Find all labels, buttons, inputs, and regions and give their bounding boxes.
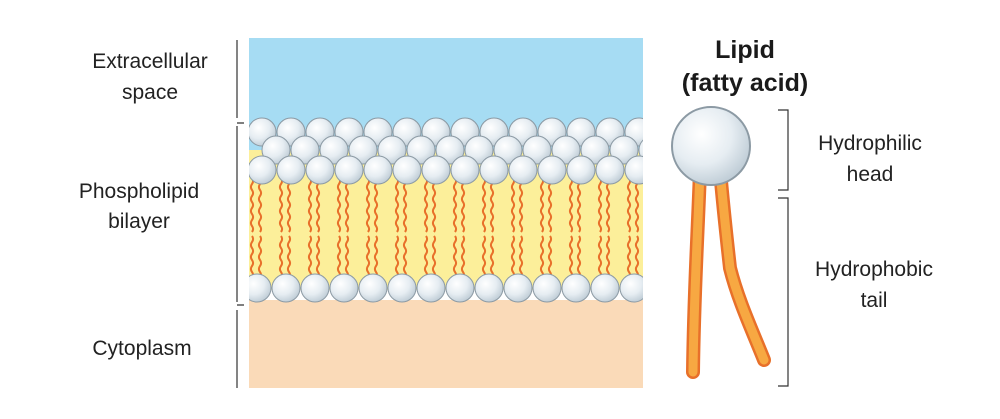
right-brackets xyxy=(778,109,789,387)
phospholipid-head xyxy=(392,155,422,185)
phospholipid-tail xyxy=(605,177,611,233)
phospholipid-head xyxy=(566,155,596,185)
phospholipid-tail xyxy=(452,177,458,233)
phospholipid-tail xyxy=(431,177,437,233)
phospholipid-tail xyxy=(518,177,524,233)
phospholipid-tail xyxy=(597,177,603,233)
phospholipid-tail xyxy=(315,177,321,233)
phospholipid-tail xyxy=(460,177,466,233)
phospholipid-head xyxy=(522,135,552,165)
phospholipid-tail xyxy=(344,177,350,233)
phospholipid-head xyxy=(537,155,567,185)
phospholipid-head xyxy=(435,135,465,165)
phospholipid-head xyxy=(300,273,330,303)
lipid-title-1: Lipid xyxy=(715,36,775,64)
phospholipid-tail xyxy=(634,177,640,233)
phospholipid-head xyxy=(249,155,277,185)
left-brackets xyxy=(236,40,244,388)
membrane-heads xyxy=(249,117,643,303)
phospholipid-tail xyxy=(336,177,342,233)
phospholipid-head xyxy=(249,273,272,303)
phospholipid-tail xyxy=(539,177,545,233)
bilayer-label-1: Phospholipid xyxy=(79,180,199,203)
cytoplasm-region xyxy=(249,300,643,388)
phospholipid-tail xyxy=(489,177,495,233)
membrane-block xyxy=(249,38,643,388)
phospholipid-head xyxy=(551,135,581,165)
phospholipid-head xyxy=(261,135,291,165)
head-label-2: head xyxy=(847,163,894,186)
cytoplasm-label: Cytoplasm xyxy=(92,337,191,360)
phospholipid-head xyxy=(503,273,533,303)
phospholipid-tail xyxy=(286,177,292,233)
phospholipid-tail xyxy=(257,177,263,233)
lipid-title-2: (fatty acid) xyxy=(682,69,808,97)
phospholipid-head xyxy=(609,135,639,165)
phospholipid-tail xyxy=(568,177,574,233)
phospholipid-tail xyxy=(365,177,371,233)
bilayer-label-2: bilayer xyxy=(108,210,170,233)
phospholipid-head xyxy=(638,139,643,161)
phospholipid-head xyxy=(619,273,643,303)
tail-label-1: Hydrophobic xyxy=(815,258,933,281)
phospholipid-head xyxy=(464,135,494,165)
phospholipid-tail xyxy=(626,177,632,233)
phospholipid-head xyxy=(377,135,407,165)
phospholipid-head xyxy=(532,273,562,303)
phospholipid-head xyxy=(305,155,335,185)
bracket-tail xyxy=(778,197,789,387)
lipid-molecule xyxy=(671,106,771,379)
phospholipid-head xyxy=(406,135,436,165)
phospholipid-head xyxy=(508,155,538,185)
phospholipid-head xyxy=(590,273,620,303)
phospholipid-head xyxy=(479,155,509,185)
phospholipid-tail xyxy=(373,177,379,233)
phospholipid-tail xyxy=(307,177,313,233)
phospholipid-head xyxy=(474,273,504,303)
phospholipid-head xyxy=(329,273,359,303)
head-label-1: Hydrophilic xyxy=(818,132,922,155)
phospholipid-head xyxy=(363,155,393,185)
phospholipid-head xyxy=(493,135,523,165)
phospholipid-tail xyxy=(481,177,487,233)
phospholipid-head xyxy=(276,155,306,185)
phospholipid-head xyxy=(421,155,451,185)
phospholipid-head xyxy=(561,273,591,303)
phospholipid-head xyxy=(271,273,301,303)
phospholipid-tail xyxy=(423,177,429,233)
phospholipid-head xyxy=(290,135,320,165)
phospholipid-tail xyxy=(547,177,553,233)
phospholipid-head xyxy=(319,135,349,165)
phospholipid-head xyxy=(624,155,643,185)
phospholipid-head xyxy=(445,273,475,303)
phospholipid-head xyxy=(595,155,625,185)
phospholipid-tail xyxy=(402,177,408,233)
lipid-head xyxy=(671,106,751,186)
tail-label-2: tail xyxy=(861,289,888,312)
phospholipid-head xyxy=(334,155,364,185)
phospholipid-head xyxy=(580,135,610,165)
phospholipid-tail xyxy=(394,177,400,233)
extracellular-label-1: Extracellular xyxy=(92,50,208,73)
phospholipid-tail xyxy=(249,177,255,233)
phospholipid-head xyxy=(387,273,417,303)
extracellular-label-2: space xyxy=(122,81,178,104)
phospholipid-head xyxy=(348,135,378,165)
phospholipid-head xyxy=(358,273,388,303)
phospholipid-tail xyxy=(510,177,516,233)
phospholipid-head xyxy=(450,155,480,185)
phospholipid-tail xyxy=(576,177,582,233)
phospholipid-head xyxy=(416,273,446,303)
bracket-head xyxy=(778,109,789,191)
phospholipid-tail xyxy=(278,177,284,233)
